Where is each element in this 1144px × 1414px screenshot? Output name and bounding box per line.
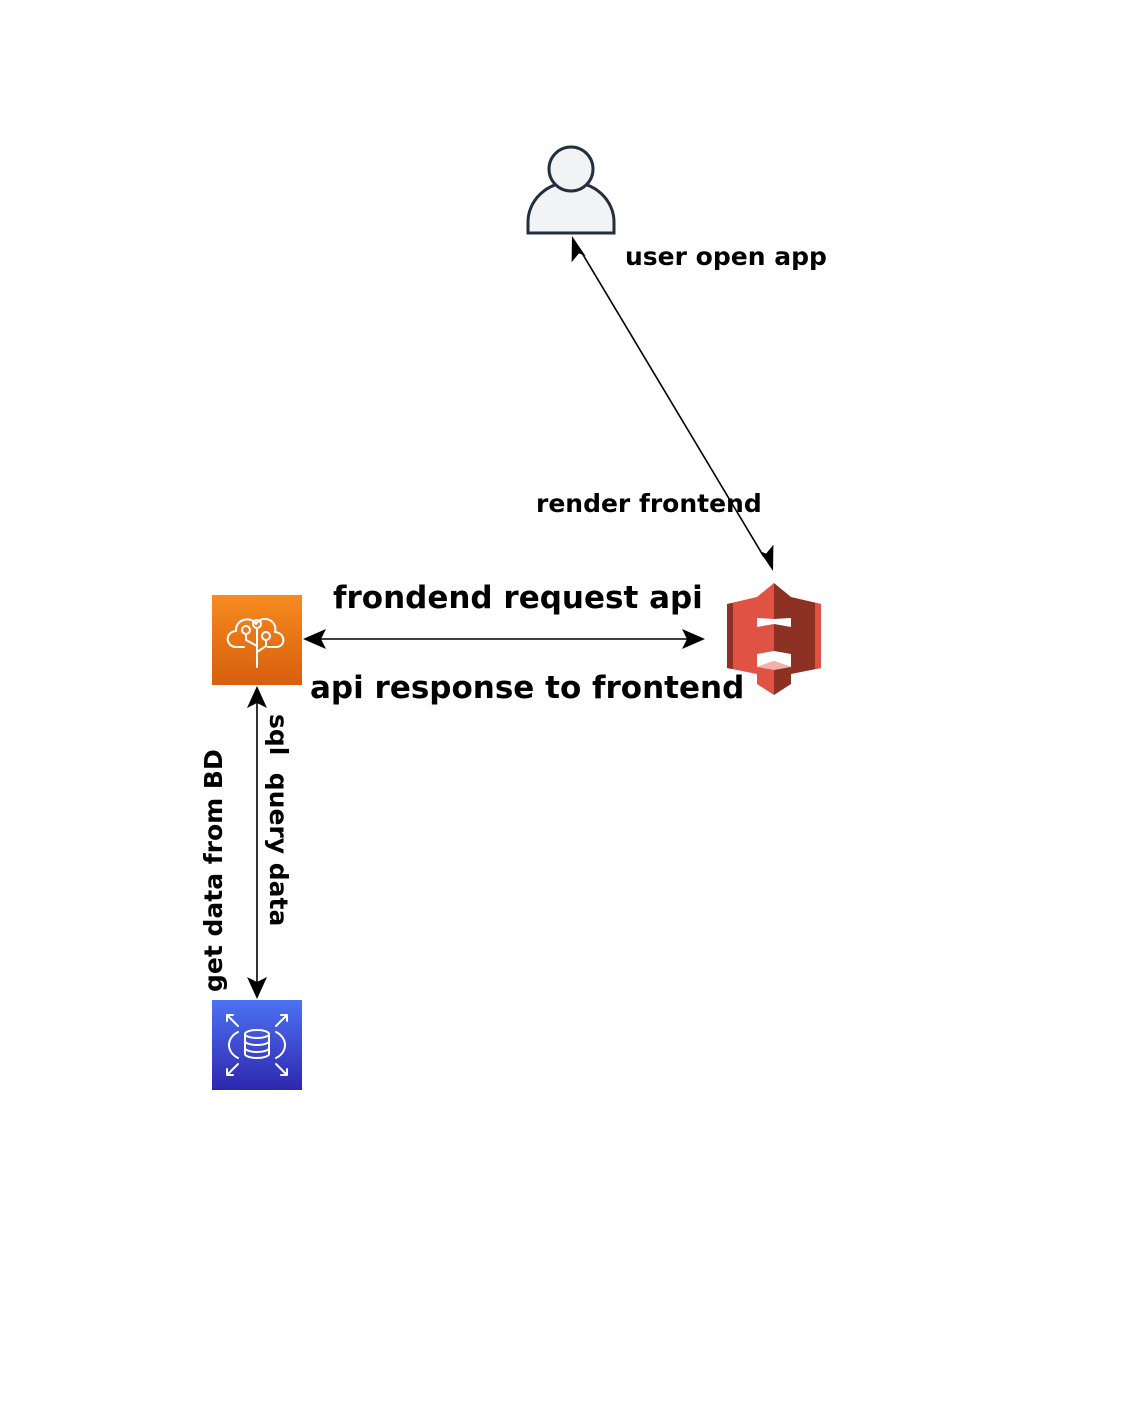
user-node[interactable] (526, 145, 616, 235)
api-node[interactable] (212, 595, 302, 685)
edge-label-get-data-from-bd: get data from BD (199, 749, 228, 992)
user-icon (526, 145, 616, 235)
edge-label-render-frontend: render frontend (536, 489, 762, 518)
edge-api-s3[interactable] (303, 629, 705, 649)
arrowhead-up-icon (247, 686, 267, 708)
arrowhead-down-icon (247, 977, 267, 999)
edge-label-sql-query-data: sql query data (264, 714, 293, 926)
db-node[interactable] (212, 1000, 302, 1090)
edge-user-s3[interactable] (571, 236, 774, 571)
edge-label-frondend-request-api: frondend request api (333, 580, 703, 616)
connector-line (578, 247, 765, 558)
arrowhead-up-icon (571, 236, 586, 263)
elastic-beanstalk-icon (226, 617, 285, 668)
edge-api-db[interactable] (247, 686, 267, 999)
arrowhead-right-icon (682, 629, 705, 649)
arrowhead-left-icon (303, 629, 326, 649)
rds-database-icon (226, 1014, 288, 1076)
s3-node[interactable] (727, 583, 821, 695)
arrowhead-down-icon (759, 544, 774, 571)
s3-bucket-icon (727, 583, 821, 695)
edge-label-api-response: api response to frontend (310, 670, 744, 706)
edge-label-user-open-app: user open app (625, 242, 827, 271)
